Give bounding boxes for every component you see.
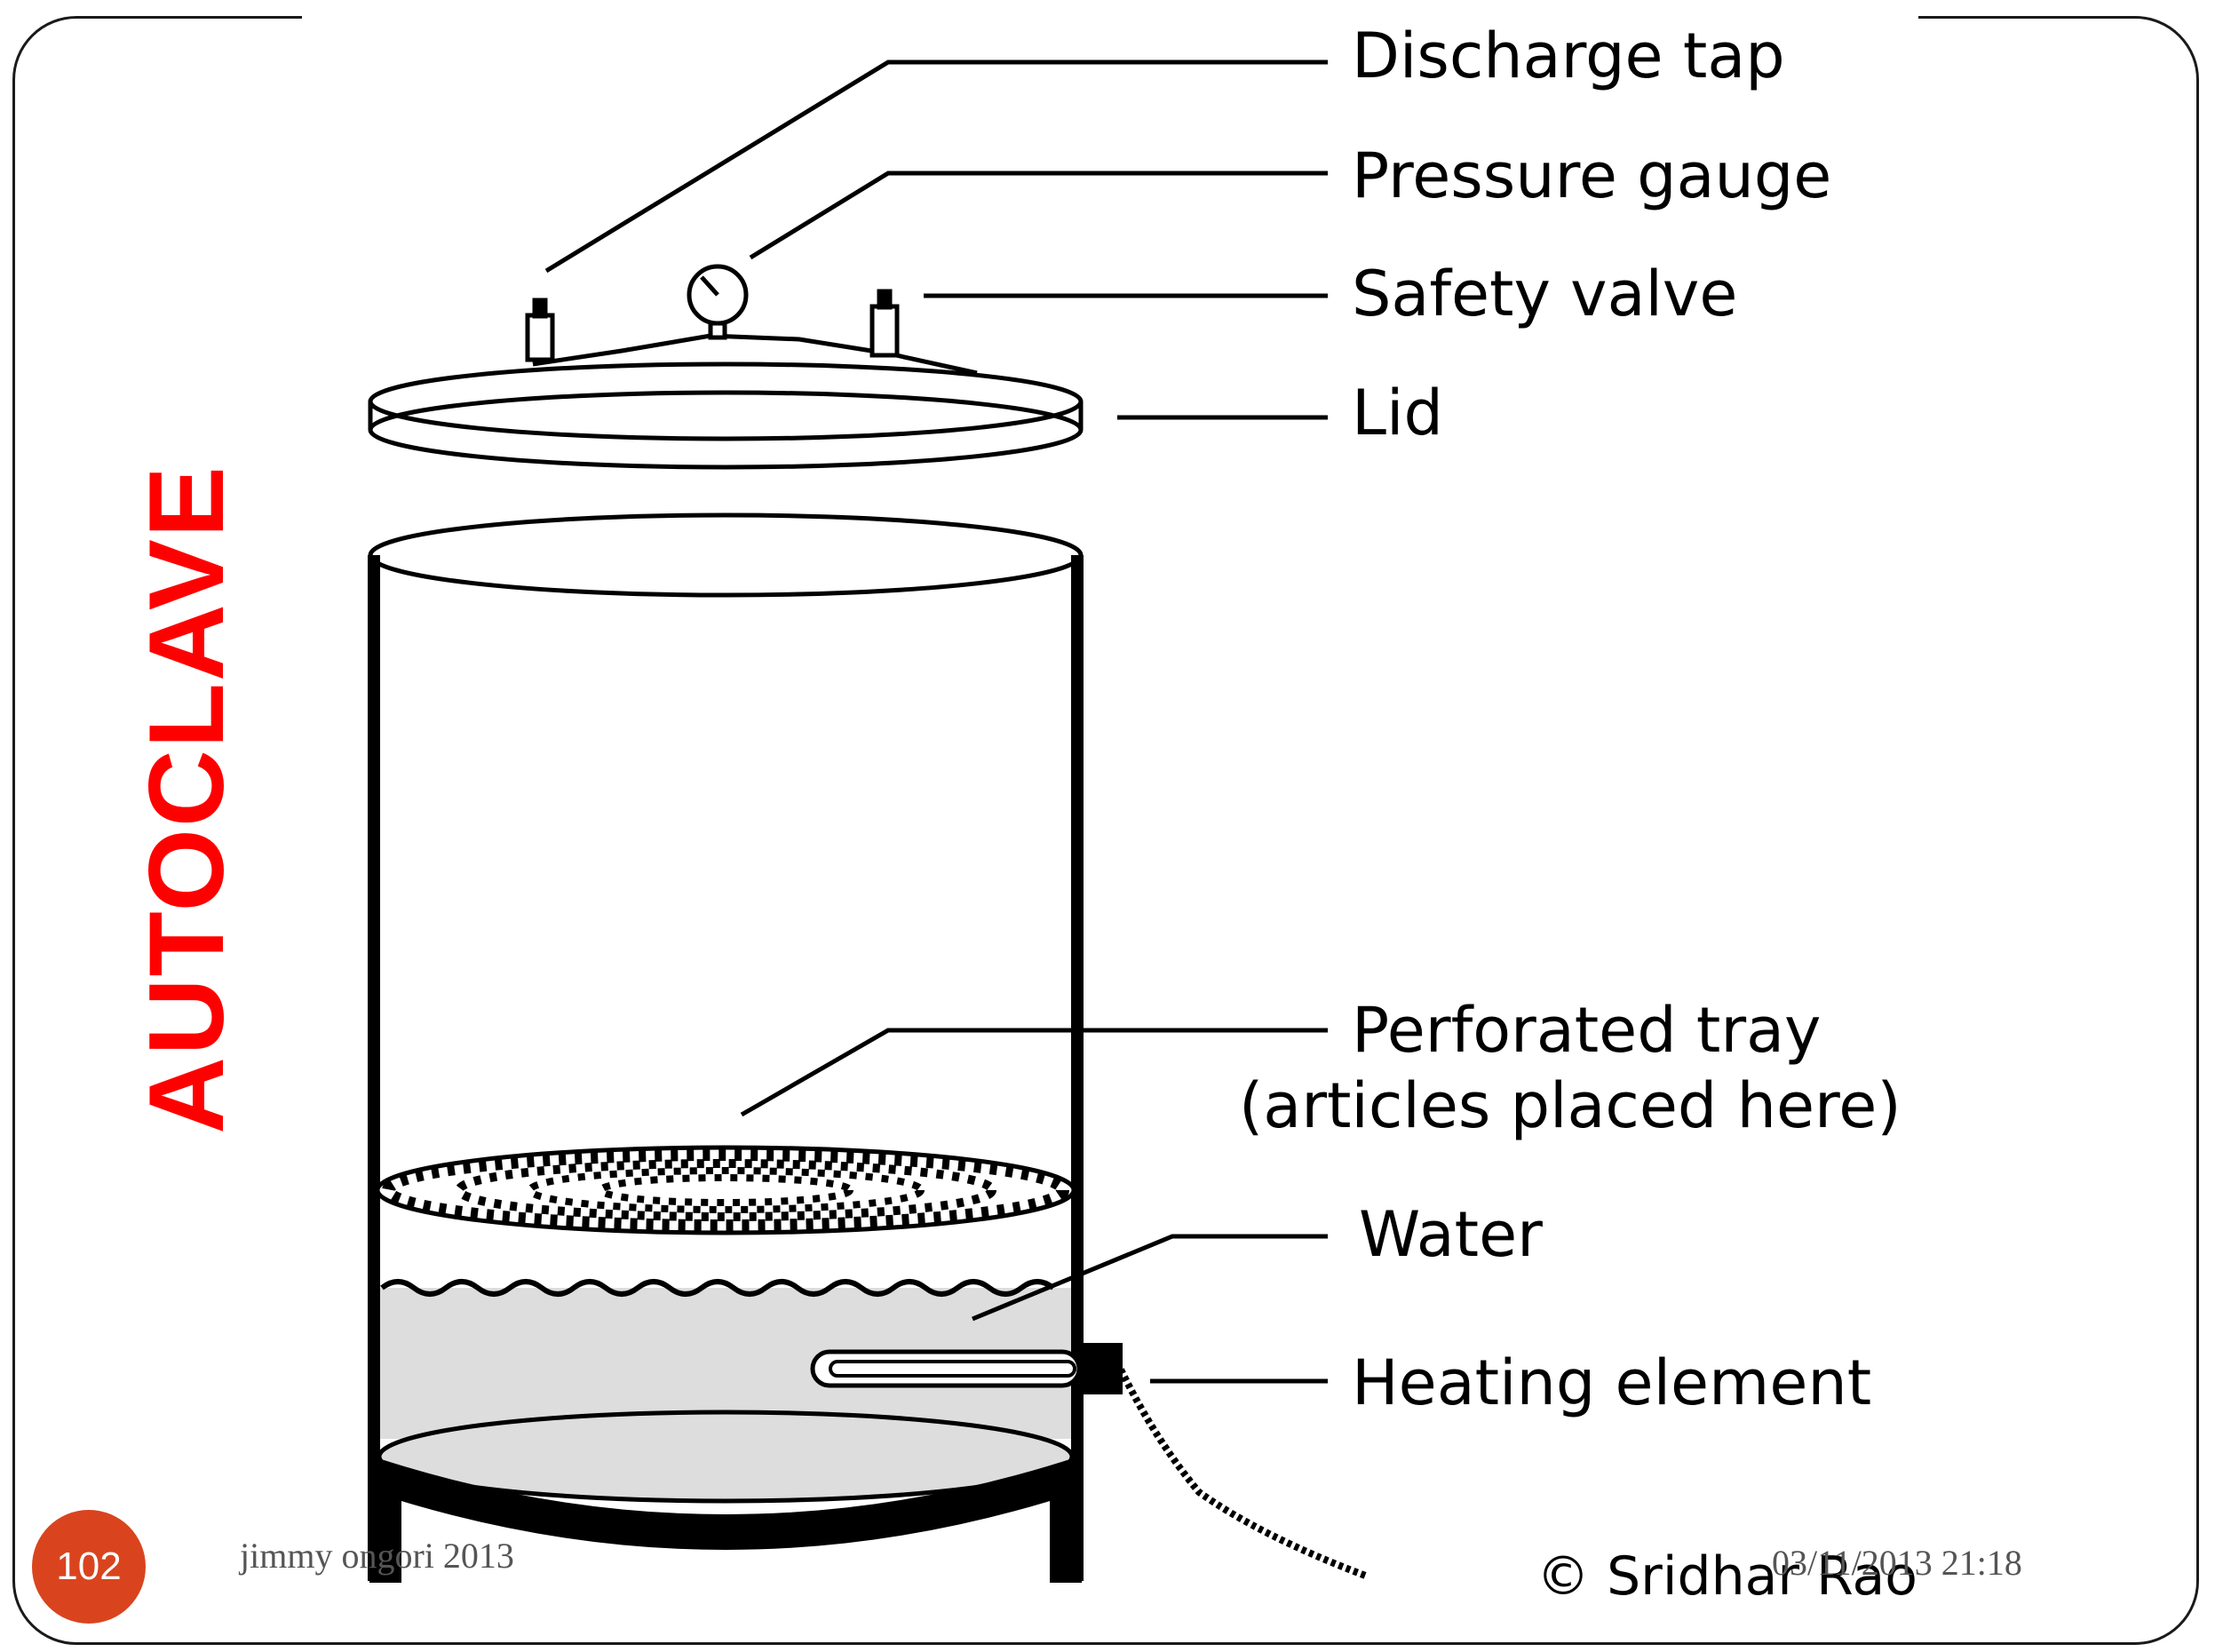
leader-water — [972, 1234, 1328, 1322]
safety-valve — [869, 289, 900, 358]
lid — [368, 333, 1084, 470]
heating-element — [810, 1343, 1369, 1580]
label-perforated-tray: Perforated tray — [1352, 994, 1822, 1067]
autoclave-base — [369, 1457, 1082, 1583]
footer-author: jimmy ongori 2013 — [240, 1536, 514, 1576]
label-perforated-tray-note: (articles placed here) — [1239, 1069, 1901, 1142]
leader-perforated-tray — [740, 1028, 1328, 1117]
copyright-notice: © Sridhar Rao — [1536, 1545, 1917, 1608]
slide-title: AUTOCLAVE — [127, 465, 246, 1134]
page-number-badge: 102 — [32, 1510, 146, 1624]
label-lid: Lid — [1352, 377, 1443, 449]
label-heating-element: Heating element — [1352, 1346, 1872, 1419]
discharge-tap — [525, 298, 555, 362]
label-pressure-gauge: Pressure gauge — [1352, 139, 1832, 212]
leader-lines — [544, 60, 1328, 1384]
perforated-tray — [375, 1145, 1076, 1235]
leader-pressure-gauge — [749, 171, 1328, 260]
water — [377, 1279, 1075, 1504]
label-water: Water — [1359, 1198, 1543, 1271]
pressure-gauge — [687, 264, 749, 340]
footer-date: 03/11/2013 21:18 — [1772, 1543, 2022, 1583]
leader-discharge-tap — [544, 60, 1328, 274]
autoclave-body — [368, 512, 1084, 1581]
label-safety-valve: Safety valve — [1352, 258, 1738, 330]
label-discharge-tap: Discharge tap — [1352, 20, 1785, 92]
